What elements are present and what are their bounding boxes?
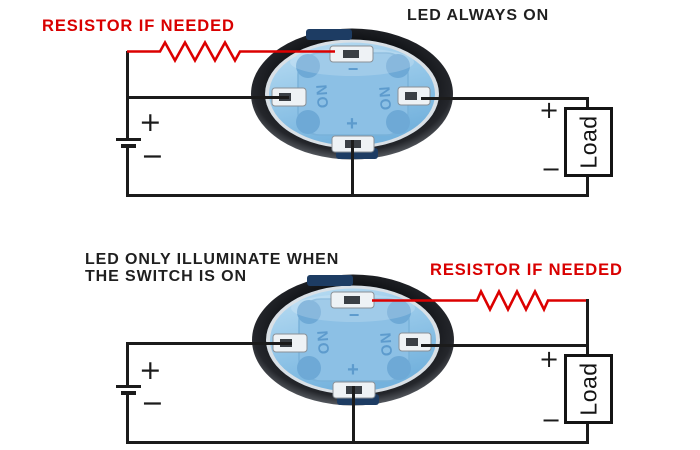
bottom-resistor-label: RESISTOR IF NEEDED (430, 261, 623, 279)
battery-minus-sign-top: − (141, 141, 164, 172)
no-marking-left: NO (313, 330, 332, 356)
wire-load-top-drop-top (586, 97, 589, 110)
load-label-bottom: Load (575, 362, 601, 416)
wire-battery-positive-riser-bottom (126, 342, 129, 386)
no-marking-right: NO (376, 332, 395, 358)
wire-battery-to-switch-bottom (127, 342, 292, 345)
no-marking-right: NO (375, 86, 394, 112)
load-minus-sign-top: − (541, 155, 562, 183)
wire-switch-to-load-bottom (421, 344, 588, 347)
resistor-wire-top (127, 39, 335, 64)
wire-led-plus-stem-bottom (352, 386, 355, 444)
wire-led-plus-stem-top (351, 140, 354, 197)
load-plus-sign-bottom: + (539, 345, 560, 373)
switch-corner-well (297, 300, 321, 324)
battery-plus-sign-top: + (139, 107, 162, 138)
wire-load-bottom-drop-top (586, 175, 589, 197)
load-label-top: Load (575, 115, 601, 169)
wire-load-bottom-drop-bottom (586, 422, 589, 444)
bottom-title-line2: THE SWITCH IS ON (85, 268, 247, 285)
battery-short-plate-top (121, 144, 136, 148)
resistor-zigzag-bottom (372, 288, 589, 313)
battery-plus-sign-bottom: + (139, 355, 162, 386)
load-minus-sign-bottom: − (541, 406, 562, 434)
battery-short-plate-bottom (121, 391, 136, 395)
led-plus-marking: + (347, 359, 359, 381)
battery-long-plate-top (116, 138, 141, 141)
bottom-title-line1: LED ONLY ILLUMINATE WHEN (85, 251, 340, 268)
wire-switch-to-load-top (421, 97, 588, 100)
switch-corner-well (387, 300, 411, 324)
top-resistor-label: RESISTOR IF NEEDED (42, 17, 235, 35)
bottom-circuit-title: LED ONLY ILLUMINATE WHEN THE SWITCH IS O… (85, 251, 339, 285)
switch-alignment-slot-top (307, 275, 353, 286)
switch-corner-well (296, 110, 320, 134)
led-minus-marking: − (349, 305, 360, 325)
switch-corner-well (387, 356, 411, 380)
switch-corner-well (386, 110, 410, 134)
wire-return-bottom-top (127, 194, 589, 197)
push-button-switch-back-photo-top: − + NO NO (251, 28, 453, 160)
top-circuit-title: LED ALWAYS ON (407, 7, 550, 24)
wire-battery-to-switch-top (127, 96, 289, 99)
load-box-top: Load (564, 107, 613, 177)
battery-minus-sign-bottom: − (141, 388, 164, 419)
load-box-bottom: Load (564, 354, 613, 424)
led-plus-marking: + (346, 113, 358, 135)
resistor-zigzag-top (127, 39, 335, 64)
resistor-wire-bottom (372, 288, 589, 313)
battery-long-plate-bottom (116, 385, 141, 388)
load-plus-sign-top: + (539, 96, 560, 124)
push-button-switch-back-photo-bottom: − + NO NO (252, 274, 454, 406)
terminal-slot (406, 338, 418, 346)
wire-battery-negative-drop-bottom (126, 393, 129, 444)
terminal-slot (405, 92, 417, 100)
wire-battery-positive-riser-top (126, 51, 129, 140)
led-minus-marking: − (348, 59, 359, 79)
switch-alignment-slot-top (306, 29, 352, 40)
wire-return-bottom-bottom (127, 441, 589, 444)
switch-corner-well (296, 54, 320, 78)
terminal-slot (344, 296, 360, 304)
switch-corner-well (386, 54, 410, 78)
wire-resistor-drop-bottom (586, 299, 589, 356)
wire-battery-negative-drop-top (126, 146, 129, 197)
no-marking-left: NO (312, 84, 331, 110)
terminal-slot (343, 50, 359, 58)
switch-corner-well (297, 356, 321, 380)
